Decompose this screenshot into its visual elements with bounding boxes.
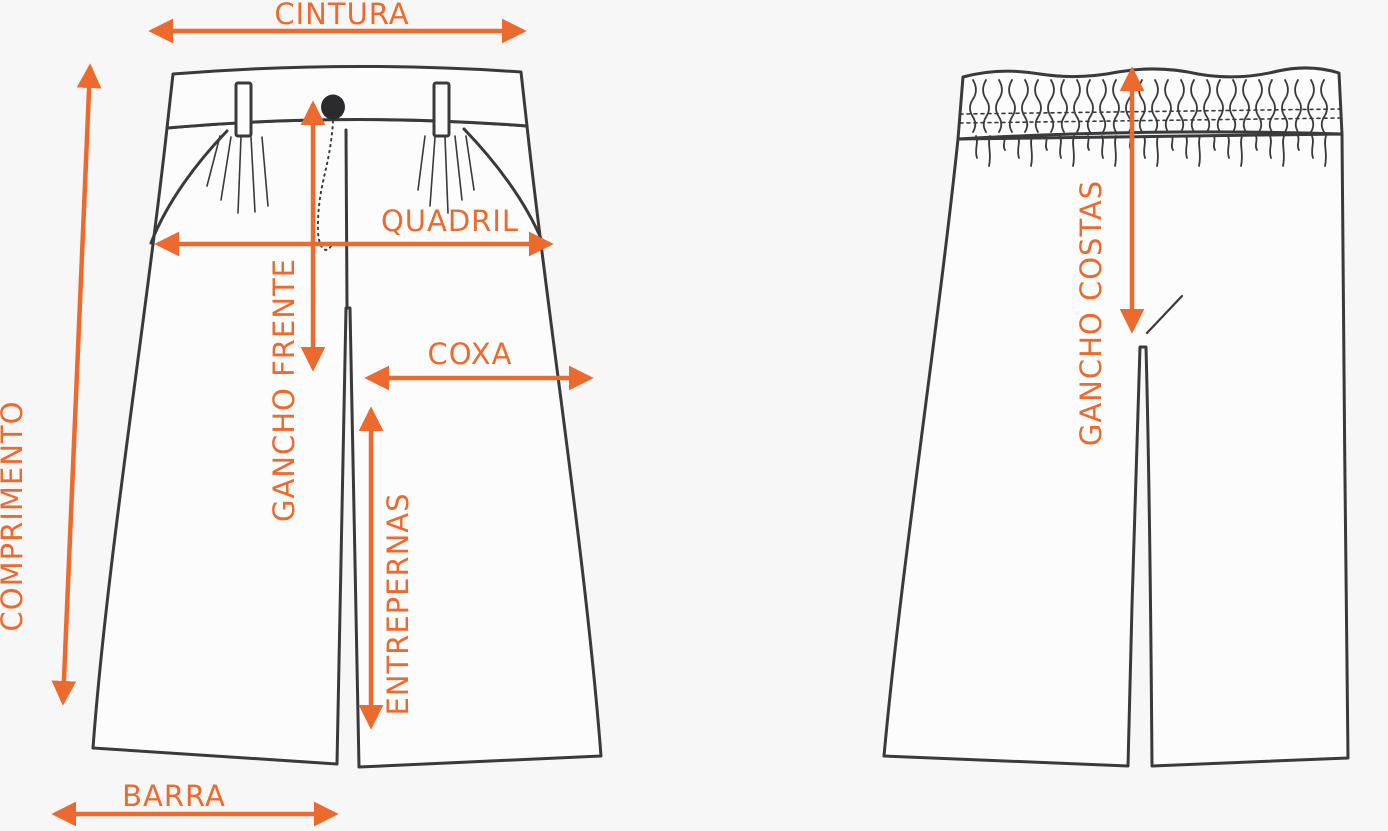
- coxa-label: COXA: [428, 337, 513, 371]
- back-body-outline: [882, 132, 1350, 768]
- entrepernas-label: ENTREPERNAS: [381, 492, 415, 715]
- gancho-costas-label: GANCHO COSTAS: [1074, 180, 1108, 446]
- front-shorts-drawing: [91, 64, 603, 769]
- front-pleat-lines: [206, 135, 475, 214]
- belt-loop-right: [432, 81, 451, 138]
- front-waistband: [165, 64, 529, 130]
- quadril-label: QUADRIL: [381, 204, 519, 238]
- pocket-right: [462, 127, 544, 243]
- back-shorts-drawing: [882, 66, 1350, 768]
- waistband-stitch-line-2: [959, 117, 1342, 124]
- comprimento-label: COMPRIMENTO: [0, 401, 29, 632]
- back-crotch-notch: [1145, 294, 1184, 335]
- measurement-arrows: [51, 18, 1145, 827]
- pocket-left: [149, 129, 229, 245]
- barra-label: BARRA: [122, 779, 226, 813]
- waistband-stitch-line-1: [959, 108, 1341, 115]
- measurement-annotations: CINTURA COMPRIMENTO QUADRIL GANCHO FRENT…: [0, 0, 1145, 827]
- fly-center-seam: [344, 128, 349, 308]
- belt-loop-left: [234, 81, 253, 138]
- comprimento-arrow: [51, 63, 102, 706]
- gancho-frente-label: GANCHO FRENTE: [267, 258, 301, 522]
- button-detail: [321, 94, 345, 120]
- cintura-label: CINTURA: [274, 0, 409, 31]
- back-elastic-waistband: [956, 66, 1344, 141]
